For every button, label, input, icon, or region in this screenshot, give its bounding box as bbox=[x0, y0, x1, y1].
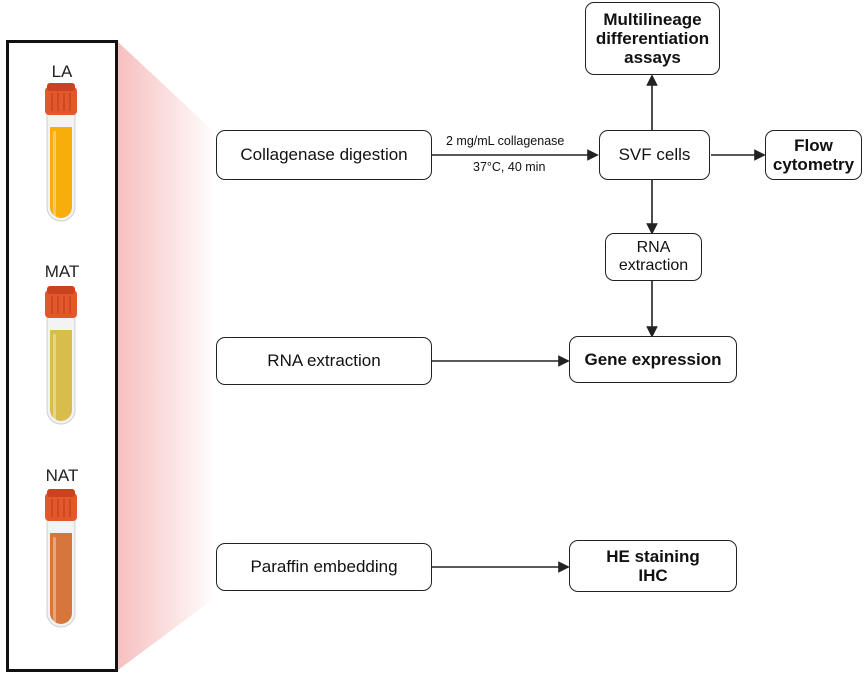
tube-mat-liquid bbox=[50, 330, 72, 421]
arrow-rna-to-gene bbox=[646, 281, 658, 338]
arrow-svf-to-multilineage bbox=[646, 74, 658, 130]
zoom-funnel bbox=[118, 42, 212, 670]
box-flow-cytometry: Flow cytometry bbox=[765, 130, 862, 180]
tube-label-la: LA bbox=[51, 62, 73, 81]
tube-nat-cap-top bbox=[47, 489, 75, 497]
box-gene-expression: Gene expression bbox=[569, 336, 737, 383]
tube-nat-highlight bbox=[53, 537, 56, 623]
box-rna-extraction-svf: RNA extraction bbox=[605, 233, 702, 281]
tube-la-highlight bbox=[53, 131, 56, 217]
tube-la-cap-top bbox=[47, 83, 75, 91]
arrow-svf-to-rna bbox=[646, 180, 658, 235]
arrow-label-conditions: 37°C, 40 min bbox=[473, 160, 546, 174]
box-multilineage-differentiation: Multilineage differentiation assays bbox=[585, 2, 720, 75]
arrow-rna-extraction-to-gene bbox=[432, 355, 570, 367]
tube-mat-cap-top bbox=[47, 286, 75, 294]
arrows bbox=[432, 74, 766, 573]
tube-label-mat: MAT bbox=[44, 262, 80, 281]
tube-la-cap bbox=[45, 87, 77, 115]
box-collagenase-digestion: Collagenase digestion bbox=[216, 130, 432, 180]
tube-nat-liquid bbox=[50, 533, 72, 624]
arrow-collagenase-to-svf bbox=[432, 149, 599, 161]
tube-nat bbox=[45, 489, 77, 628]
box-paraffin-embedding: Paraffin embedding bbox=[216, 543, 432, 591]
arrow-label-concentration: 2 mg/mL collagenase bbox=[446, 134, 565, 148]
tube-mat bbox=[45, 286, 77, 425]
arrow-svf-to-flow bbox=[711, 149, 766, 161]
arrow-paraffin-to-he bbox=[432, 561, 570, 573]
tube-la-liquid bbox=[50, 127, 72, 218]
tube-label-nat: NAT bbox=[45, 466, 79, 485]
tube-mat-cap bbox=[45, 290, 77, 318]
box-rna-extraction: RNA extraction bbox=[216, 337, 432, 385]
box-he-staining-ihc: HE staining IHC bbox=[569, 540, 737, 592]
tube-mat-highlight bbox=[53, 334, 56, 420]
tube-la bbox=[45, 83, 77, 222]
tube-nat-cap bbox=[45, 493, 77, 521]
box-svf-cells: SVF cells bbox=[599, 130, 710, 180]
